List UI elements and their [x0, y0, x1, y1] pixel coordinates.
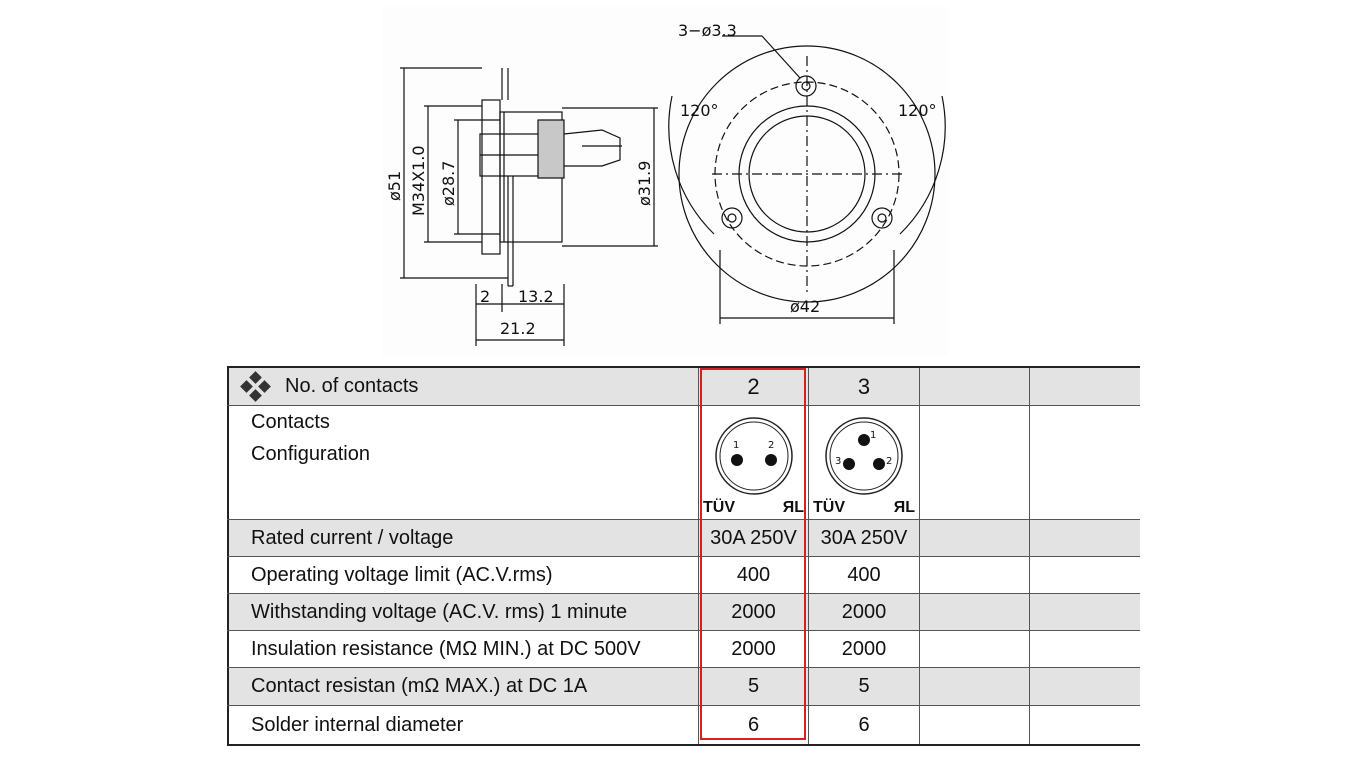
row-label: Insulation resistance (MΩ MIN.) at DC 50…	[227, 631, 698, 667]
svg-text:3: 3	[835, 456, 841, 467]
dim-d51: ø51	[385, 171, 404, 201]
dim-d31-9: ø31.9	[635, 161, 654, 206]
row-label: Withstanding voltage (AC.V. rms) 1 minut…	[227, 594, 698, 630]
empty-cell	[919, 557, 1029, 593]
empty-cell	[1029, 406, 1140, 519]
dim-angle-left: 120°	[680, 101, 719, 120]
empty-cell	[1029, 520, 1140, 556]
empty-cell	[1029, 557, 1140, 593]
value-2-contacts: 2000	[698, 631, 808, 667]
value-3-contacts: 2000	[808, 594, 919, 630]
table-row: Solder internal diameter 6 6	[227, 706, 1140, 744]
table-row: Withstanding voltage (AC.V. rms) 1 minut…	[227, 594, 1140, 631]
header-row: No. of contacts 2 3	[227, 368, 1140, 406]
dim-angle-right: 120°	[898, 101, 937, 120]
row-label: Solder internal diameter	[227, 706, 698, 744]
tuv-mark: TÜV	[813, 499, 845, 516]
value-2-contacts: 5	[698, 668, 808, 705]
row-label: Operating voltage limit (AC.V.rms)	[227, 557, 698, 593]
empty-cell	[919, 631, 1029, 667]
dim-21-2: 21.2	[500, 319, 536, 338]
dim-m34: M34X1.0	[409, 145, 428, 216]
ul-mark-icon: ЯL	[893, 499, 915, 516]
tuv-mark: TÜV	[703, 499, 735, 516]
contacts-3-diagram: 1 2 3 TÜV ЯL	[808, 406, 919, 519]
flange-side	[481, 99, 501, 255]
configuration-row: Contacts Configuration 1 2 TÜV ЯL	[227, 406, 1140, 520]
ul-mark-icon: ЯL	[782, 499, 804, 516]
empty-cell	[1029, 594, 1140, 630]
empty-cell	[919, 594, 1029, 630]
dim-d28-7: ø28.7	[439, 161, 458, 206]
certification-marks: TÜV ЯL	[809, 499, 919, 517]
value-3-contacts: 30A 250V	[808, 520, 919, 556]
spec-table: No. of contacts 2 3 Contacts Configurati…	[227, 366, 1140, 746]
certification-marks: TÜV ЯL	[699, 499, 808, 517]
pin-layout-2-icon: 1 2	[715, 417, 793, 495]
row-label: Contact resistan (mΩ MAX.) at DC 1A	[227, 668, 698, 705]
header-label-cell: No. of contacts	[227, 368, 698, 405]
svg-text:1: 1	[733, 440, 739, 451]
empty-cell	[919, 520, 1029, 556]
configuration-label: Contacts Configuration	[227, 406, 698, 519]
svg-text:1: 1	[870, 430, 876, 441]
table-row: Insulation resistance (MΩ MIN.) at DC 50…	[227, 631, 1140, 668]
diamond-bullet-icon	[240, 370, 271, 402]
header-col-5	[1029, 368, 1140, 405]
empty-cell	[919, 668, 1029, 705]
empty-cell	[1029, 668, 1140, 705]
header-col-3: 3	[808, 368, 919, 405]
svg-text:2: 2	[768, 440, 774, 451]
empty-cell	[919, 406, 1029, 519]
dim-d42: ø42	[790, 297, 820, 316]
flange-outer	[678, 45, 936, 303]
value-3-contacts: 2000	[808, 631, 919, 667]
value-2-contacts: 6	[698, 706, 808, 744]
row-label: Rated current / voltage	[227, 520, 698, 556]
dim-2: 2	[480, 287, 490, 306]
pin-layout-3-icon: 1 2 3	[825, 417, 903, 495]
header-label: No. of contacts	[285, 375, 419, 397]
technical-drawing: ø51 M34X1.0 ø28.7 ø31.9 2 13.2 21.2 3−ø3…	[382, 6, 948, 356]
dim-holes: 3−ø3.3	[678, 21, 737, 40]
value-3-contacts: 6	[808, 706, 919, 744]
svg-text:2: 2	[886, 456, 892, 467]
value-3-contacts: 5	[808, 668, 919, 705]
value-2-contacts: 2000	[698, 594, 808, 630]
value-2-contacts: 400	[698, 557, 808, 593]
table-row: Rated current / voltage 30A 250V 30A 250…	[227, 520, 1140, 557]
value-2-contacts: 30A 250V	[698, 520, 808, 556]
empty-cell	[919, 706, 1029, 744]
connector-drawing-svg: ø51 M34X1.0 ø28.7 ø31.9 2 13.2 21.2 3−ø3…	[385, 21, 946, 346]
table-row: Operating voltage limit (AC.V.rms) 400 4…	[227, 557, 1140, 594]
value-3-contacts: 400	[808, 557, 919, 593]
table-row: Contact resistan (mΩ MAX.) at DC 1A 5 5	[227, 668, 1140, 706]
header-col-4	[919, 368, 1029, 405]
empty-cell	[1029, 706, 1140, 744]
empty-cell	[1029, 631, 1140, 667]
dim-13-2: 13.2	[518, 287, 554, 306]
contacts-2-diagram: 1 2 TÜV ЯL	[698, 406, 808, 519]
header-col-2: 2	[698, 368, 808, 405]
